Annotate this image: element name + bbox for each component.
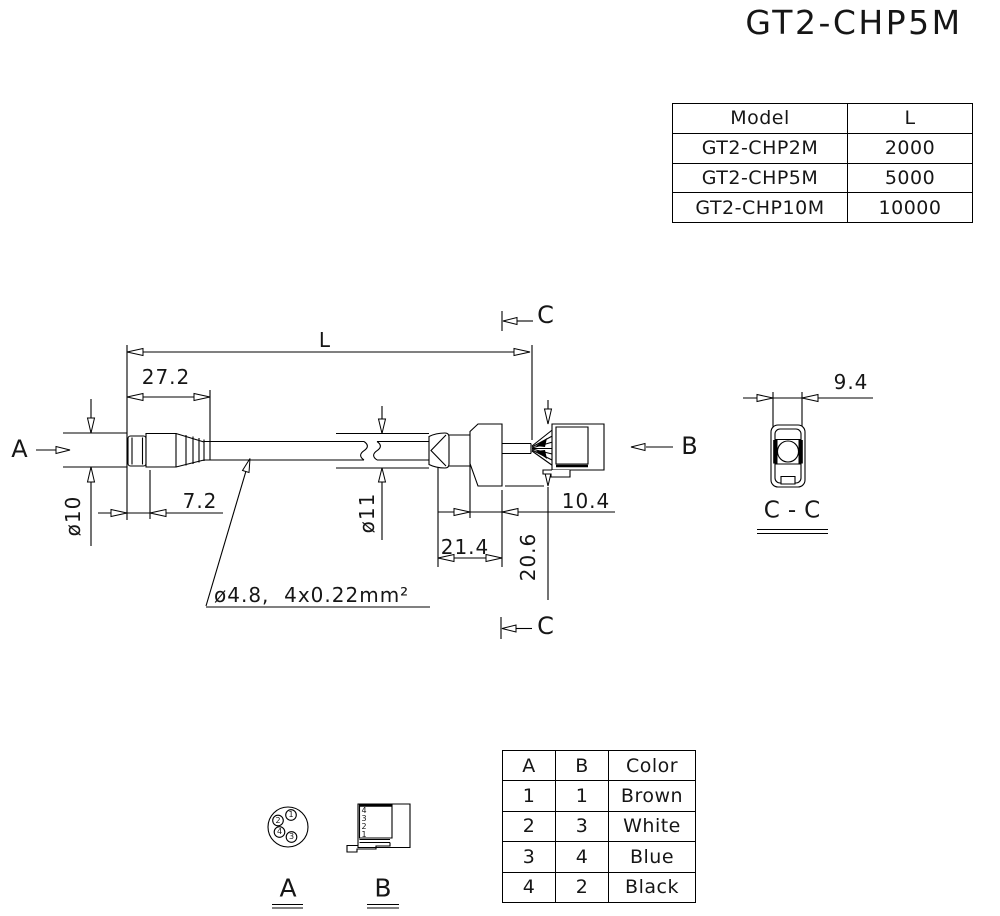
dim-label-dia10: ø10 xyxy=(61,495,85,537)
table-row: 4 2 Black xyxy=(502,871,696,904)
leader-line-cable-note xyxy=(206,471,246,606)
view-b-arrowhead xyxy=(631,444,645,451)
pinout-a-view xyxy=(268,807,308,908)
pin-b-1: 1 xyxy=(361,830,367,839)
pin-cell: 1 xyxy=(502,780,556,812)
connector-b-latch xyxy=(347,843,390,853)
col-header-b: B xyxy=(555,749,609,782)
cable-side-view xyxy=(204,442,429,461)
table-row: GT2-CHP2M 2000 xyxy=(672,132,973,164)
table-row: 1 1 Brown xyxy=(502,780,696,812)
boot-body xyxy=(470,424,502,486)
pin-cell: 4 xyxy=(555,841,609,873)
dim-label-20-6: 20.6 xyxy=(516,532,540,582)
dim-label-dia11: ø11 xyxy=(355,492,379,534)
table-row: 3 4 Blue xyxy=(502,841,696,873)
dim-label-21-4: 21.4 xyxy=(440,535,490,559)
table-row: 2 3 White xyxy=(502,810,696,843)
housing-inner xyxy=(556,427,588,464)
table-row: GT2-CHP5M 5000 xyxy=(672,162,973,194)
table-row: GT2-CHP10M 10000 xyxy=(672,192,973,223)
dim-label-L: L xyxy=(318,328,332,352)
section-cut-marks xyxy=(501,311,533,639)
dim-label-7-2: 7.2 xyxy=(182,489,218,513)
pinout-b-label: B xyxy=(374,873,392,903)
pin-cell: 2 xyxy=(502,810,556,843)
pin-cell: 3 xyxy=(502,841,556,873)
pin-a-2: 2 xyxy=(275,815,281,825)
pinout-b-view xyxy=(347,804,410,908)
view-direction-arrows xyxy=(36,444,673,454)
view-b-label: B xyxy=(681,432,699,460)
pin-a-1: 1 xyxy=(288,810,294,819)
section-cc-view xyxy=(743,392,873,534)
pin-b-4: 4 xyxy=(361,806,367,815)
cable-cross-section xyxy=(778,441,799,462)
table-header-row: Model L xyxy=(672,103,973,134)
pin-cell: 1 xyxy=(555,780,609,812)
pinout-a-label: A xyxy=(279,873,297,903)
wiring-color-table: A B Color 1 1 Brown 2 3 White 3 4 Blue 4… xyxy=(502,749,696,904)
color-cell: Brown xyxy=(608,780,696,812)
model-cell: GT2-CHP5M xyxy=(672,162,848,194)
pin-cell: 4 xyxy=(502,871,556,904)
view-a-arrowhead xyxy=(56,447,70,454)
dim-label-10-4: 10.4 xyxy=(561,489,611,513)
model-cell: GT2-CHP10M xyxy=(672,192,848,223)
view-a-label: A xyxy=(11,435,29,463)
cable-note-label: ø4.8, 4x0.22mm² xyxy=(214,583,410,607)
boot-flare xyxy=(429,433,449,468)
housing-latch xyxy=(543,470,570,477)
col-header-model: Model xyxy=(672,103,848,134)
dimension-linework xyxy=(63,345,615,607)
connector-b-side-view xyxy=(429,424,604,486)
pin-cell: 3 xyxy=(555,810,609,843)
length-cell: 2000 xyxy=(847,132,973,164)
col-header-l: L xyxy=(847,103,973,134)
section-c-bottom-label: C xyxy=(537,612,555,640)
pin-a-3: 3 xyxy=(288,832,295,841)
pin-b-2: 2 xyxy=(361,822,367,831)
color-cell: Black xyxy=(608,871,696,904)
dim-label-9-4: 9.4 xyxy=(833,370,869,394)
table-header-row: A B Color xyxy=(502,749,696,782)
col-header-a: A xyxy=(502,749,556,782)
col-header-color: Color xyxy=(608,749,696,782)
drawing-title: GT2-CHP5M xyxy=(745,3,963,42)
model-cell: GT2-CHP2M xyxy=(672,132,848,164)
connector-a-side-view xyxy=(128,434,204,468)
model-length-table: Model L GT2-CHP2M 2000 GT2-CHP5M 5000 GT… xyxy=(672,103,973,223)
color-cell: Blue xyxy=(608,841,696,873)
section-cc-label: C-C xyxy=(763,497,829,524)
pin-a-4: 4 xyxy=(276,827,283,836)
length-cell: 10000 xyxy=(847,192,973,223)
color-cell: White xyxy=(608,810,696,843)
length-cell: 5000 xyxy=(847,162,973,194)
pin-cell: 2 xyxy=(555,871,609,904)
pin-b-3: 3 xyxy=(361,814,367,823)
dim-label-27-2: 27.2 xyxy=(141,365,191,389)
section-c-top-label: C xyxy=(537,301,555,329)
